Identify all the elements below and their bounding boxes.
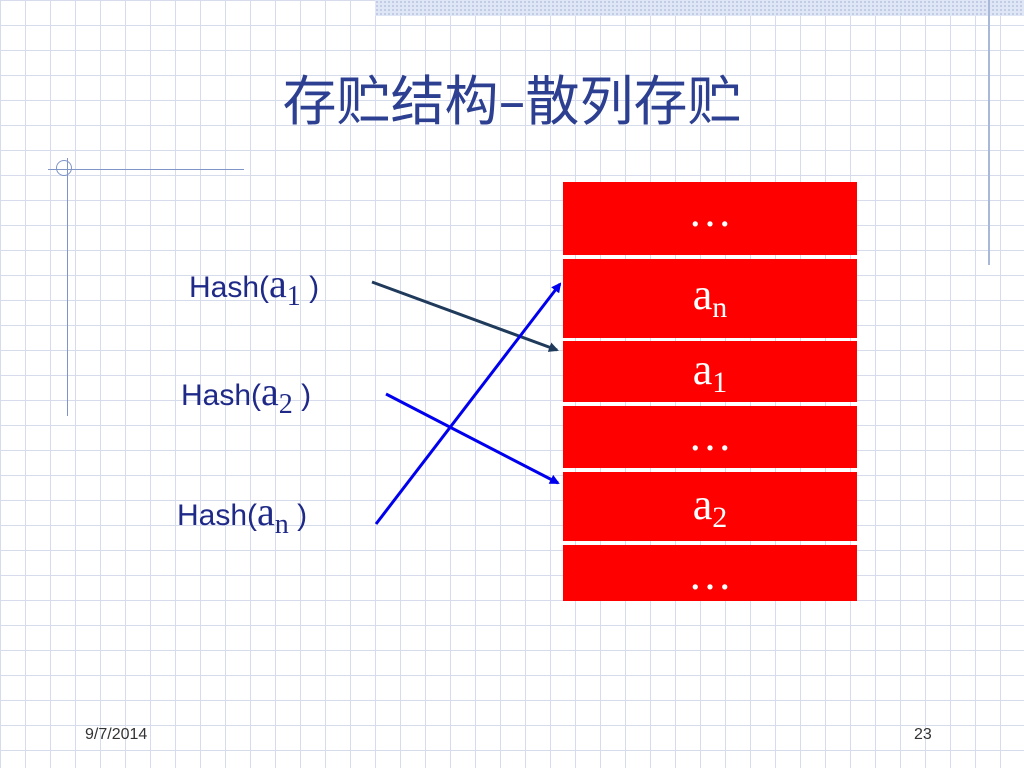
- hash-suffix: ): [288, 499, 308, 532]
- table-cell-ellipsis-top: …: [563, 182, 857, 255]
- cell-subscript: 2: [712, 501, 728, 534]
- hash-subscript: n: [274, 509, 289, 540]
- table-cell-a2: a2: [563, 472, 857, 541]
- top-decorative-band: [375, 0, 1024, 16]
- hash-label-an: Hash(an ): [177, 492, 307, 545]
- hash-var: a: [257, 489, 275, 534]
- hash-var: a: [261, 369, 279, 414]
- cell-text: a: [692, 270, 713, 319]
- hash-subscript: 2: [278, 389, 293, 420]
- decorative-vertical-line: [67, 158, 68, 416]
- decorative-horizontal-line: [48, 169, 244, 170]
- hash-suffix: ): [292, 379, 312, 412]
- cell-text: a: [692, 345, 713, 394]
- cell-subscript: 1: [712, 366, 728, 399]
- arrow-a1-to-cell: [371, 280, 559, 352]
- hash-prefix: Hash(: [189, 271, 270, 304]
- table-cell-an: an: [563, 259, 857, 338]
- hash-label-a1: Hash(a1 ): [189, 264, 319, 317]
- arrow-a2-to-cell: [385, 392, 560, 485]
- hash-prefix: Hash(: [177, 499, 258, 532]
- table-cell-ellipsis-middle: …: [563, 406, 857, 468]
- hash-prefix: Hash(: [181, 379, 262, 412]
- hash-suffix: ): [300, 271, 320, 304]
- footer-date: 9/7/2014: [85, 726, 148, 743]
- decorative-circle: [56, 160, 72, 176]
- hash-var: a: [269, 261, 287, 306]
- footer-page-number: 23: [914, 726, 932, 743]
- table-cell-a1: a1: [563, 341, 857, 402]
- slide-title: 存贮结构–散列存贮: [282, 70, 742, 133]
- cell-text: …: [688, 411, 732, 460]
- right-decorative-rule: [988, 0, 990, 265]
- cell-text: …: [688, 187, 732, 236]
- table-cell-ellipsis-bottom: …: [563, 545, 857, 601]
- hash-subscript: 1: [286, 281, 301, 312]
- arrow-an-to-cell: [374, 282, 562, 525]
- cell-text: a: [692, 480, 713, 529]
- cell-subscript: n: [712, 291, 728, 324]
- hash-label-a2: Hash(a2 ): [181, 372, 311, 425]
- cell-text: …: [688, 550, 732, 599]
